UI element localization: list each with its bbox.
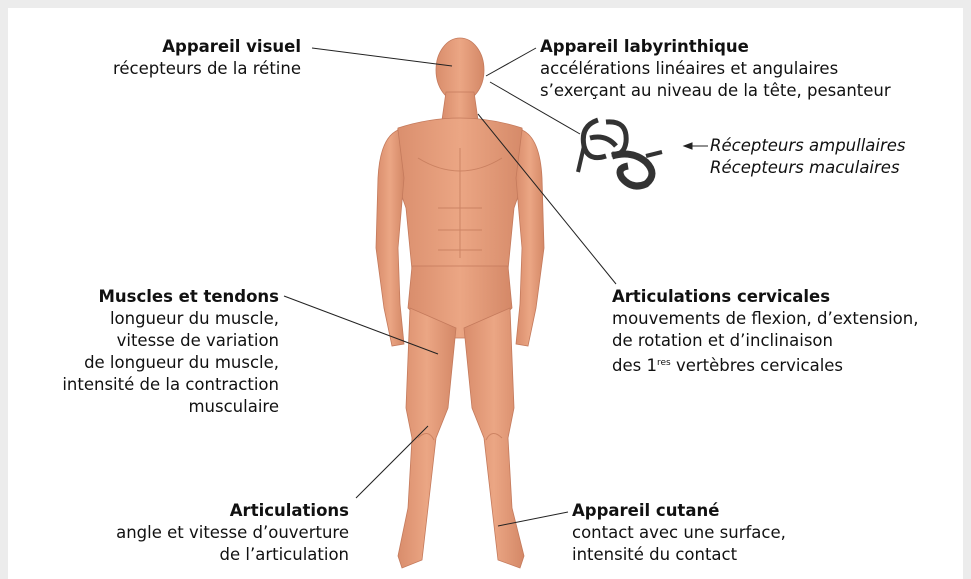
title-articulations-cervicales: Articulations cervicales [612, 286, 918, 308]
label-muscles-tendons: Muscles et tendons longueur du muscle, v… [62, 286, 279, 418]
arrow-recepteurs [684, 143, 708, 149]
desc-line: mouvements de flexion, d’extension, [612, 308, 918, 330]
desc-line: s’exerçant au niveau de la tête, pesante… [540, 80, 891, 102]
leader-labyrinthique [486, 48, 536, 76]
vertebres-prefix: des 1 [612, 356, 657, 375]
label-appareil-cutane: Appareil cutané contact avec une surface… [572, 500, 786, 566]
desc-line: intensité du contact [572, 544, 786, 566]
desc-line: récepteurs de la rétine [113, 58, 301, 80]
desc-line: angle et vitesse d’ouverture [116, 522, 349, 544]
desc-line: de rotation et d’inclinaison [612, 330, 918, 352]
title-appareil-visuel: Appareil visuel [113, 36, 301, 58]
leg-right [464, 308, 524, 568]
title-appareil-labyrinthique: Appareil labyrinthique [540, 36, 891, 58]
label-articulations-cervicales: Articulations cervicales mouvements de f… [612, 286, 918, 377]
title-articulations: Articulations [116, 500, 349, 522]
desc-line: vitesse de variation [62, 330, 279, 352]
desc-line: de l’articulation [116, 544, 349, 566]
desc-line: accélérations linéaires et angulaires [540, 58, 891, 80]
vertebres-suffix: vertèbres cervicales [671, 356, 843, 375]
label-appareil-visuel: Appareil visuel récepteurs de la rétine [113, 36, 301, 80]
leader-visuel [312, 48, 452, 66]
diagram-canvas: Appareil visuel récepteurs de la rétine … [8, 8, 963, 579]
recepteurs-ampullaires: Récepteurs ampullaires [710, 135, 906, 157]
label-appareil-labyrinthique: Appareil labyrinthique accélérations lin… [540, 36, 891, 102]
arm-right [516, 130, 544, 346]
desc-line: contact avec une surface, [572, 522, 786, 544]
arm-left [376, 130, 404, 346]
title-muscles-tendons: Muscles et tendons [62, 286, 279, 308]
label-articulations: Articulations angle et vitesse d’ouvertu… [116, 500, 349, 566]
desc-line: longueur du muscle, [62, 308, 279, 330]
desc-line-vertebres: des 1res vertèbres cervicales [612, 352, 918, 377]
desc-line: musculaire [62, 396, 279, 418]
recepteurs-maculaires: Récepteurs maculaires [710, 157, 906, 179]
leg-left [398, 308, 456, 568]
title-appareil-cutane: Appareil cutané [572, 500, 786, 522]
mannequin-body [376, 38, 544, 568]
label-recepteurs: Récepteurs ampullaires Récepteurs macula… [710, 135, 906, 179]
inner-ear-labyrinth-illustration [578, 120, 662, 186]
neck [442, 92, 478, 120]
desc-line: intensité de la contraction [62, 374, 279, 396]
vertebres-superscript: res [657, 358, 671, 368]
desc-line: de longueur du muscle, [62, 352, 279, 374]
